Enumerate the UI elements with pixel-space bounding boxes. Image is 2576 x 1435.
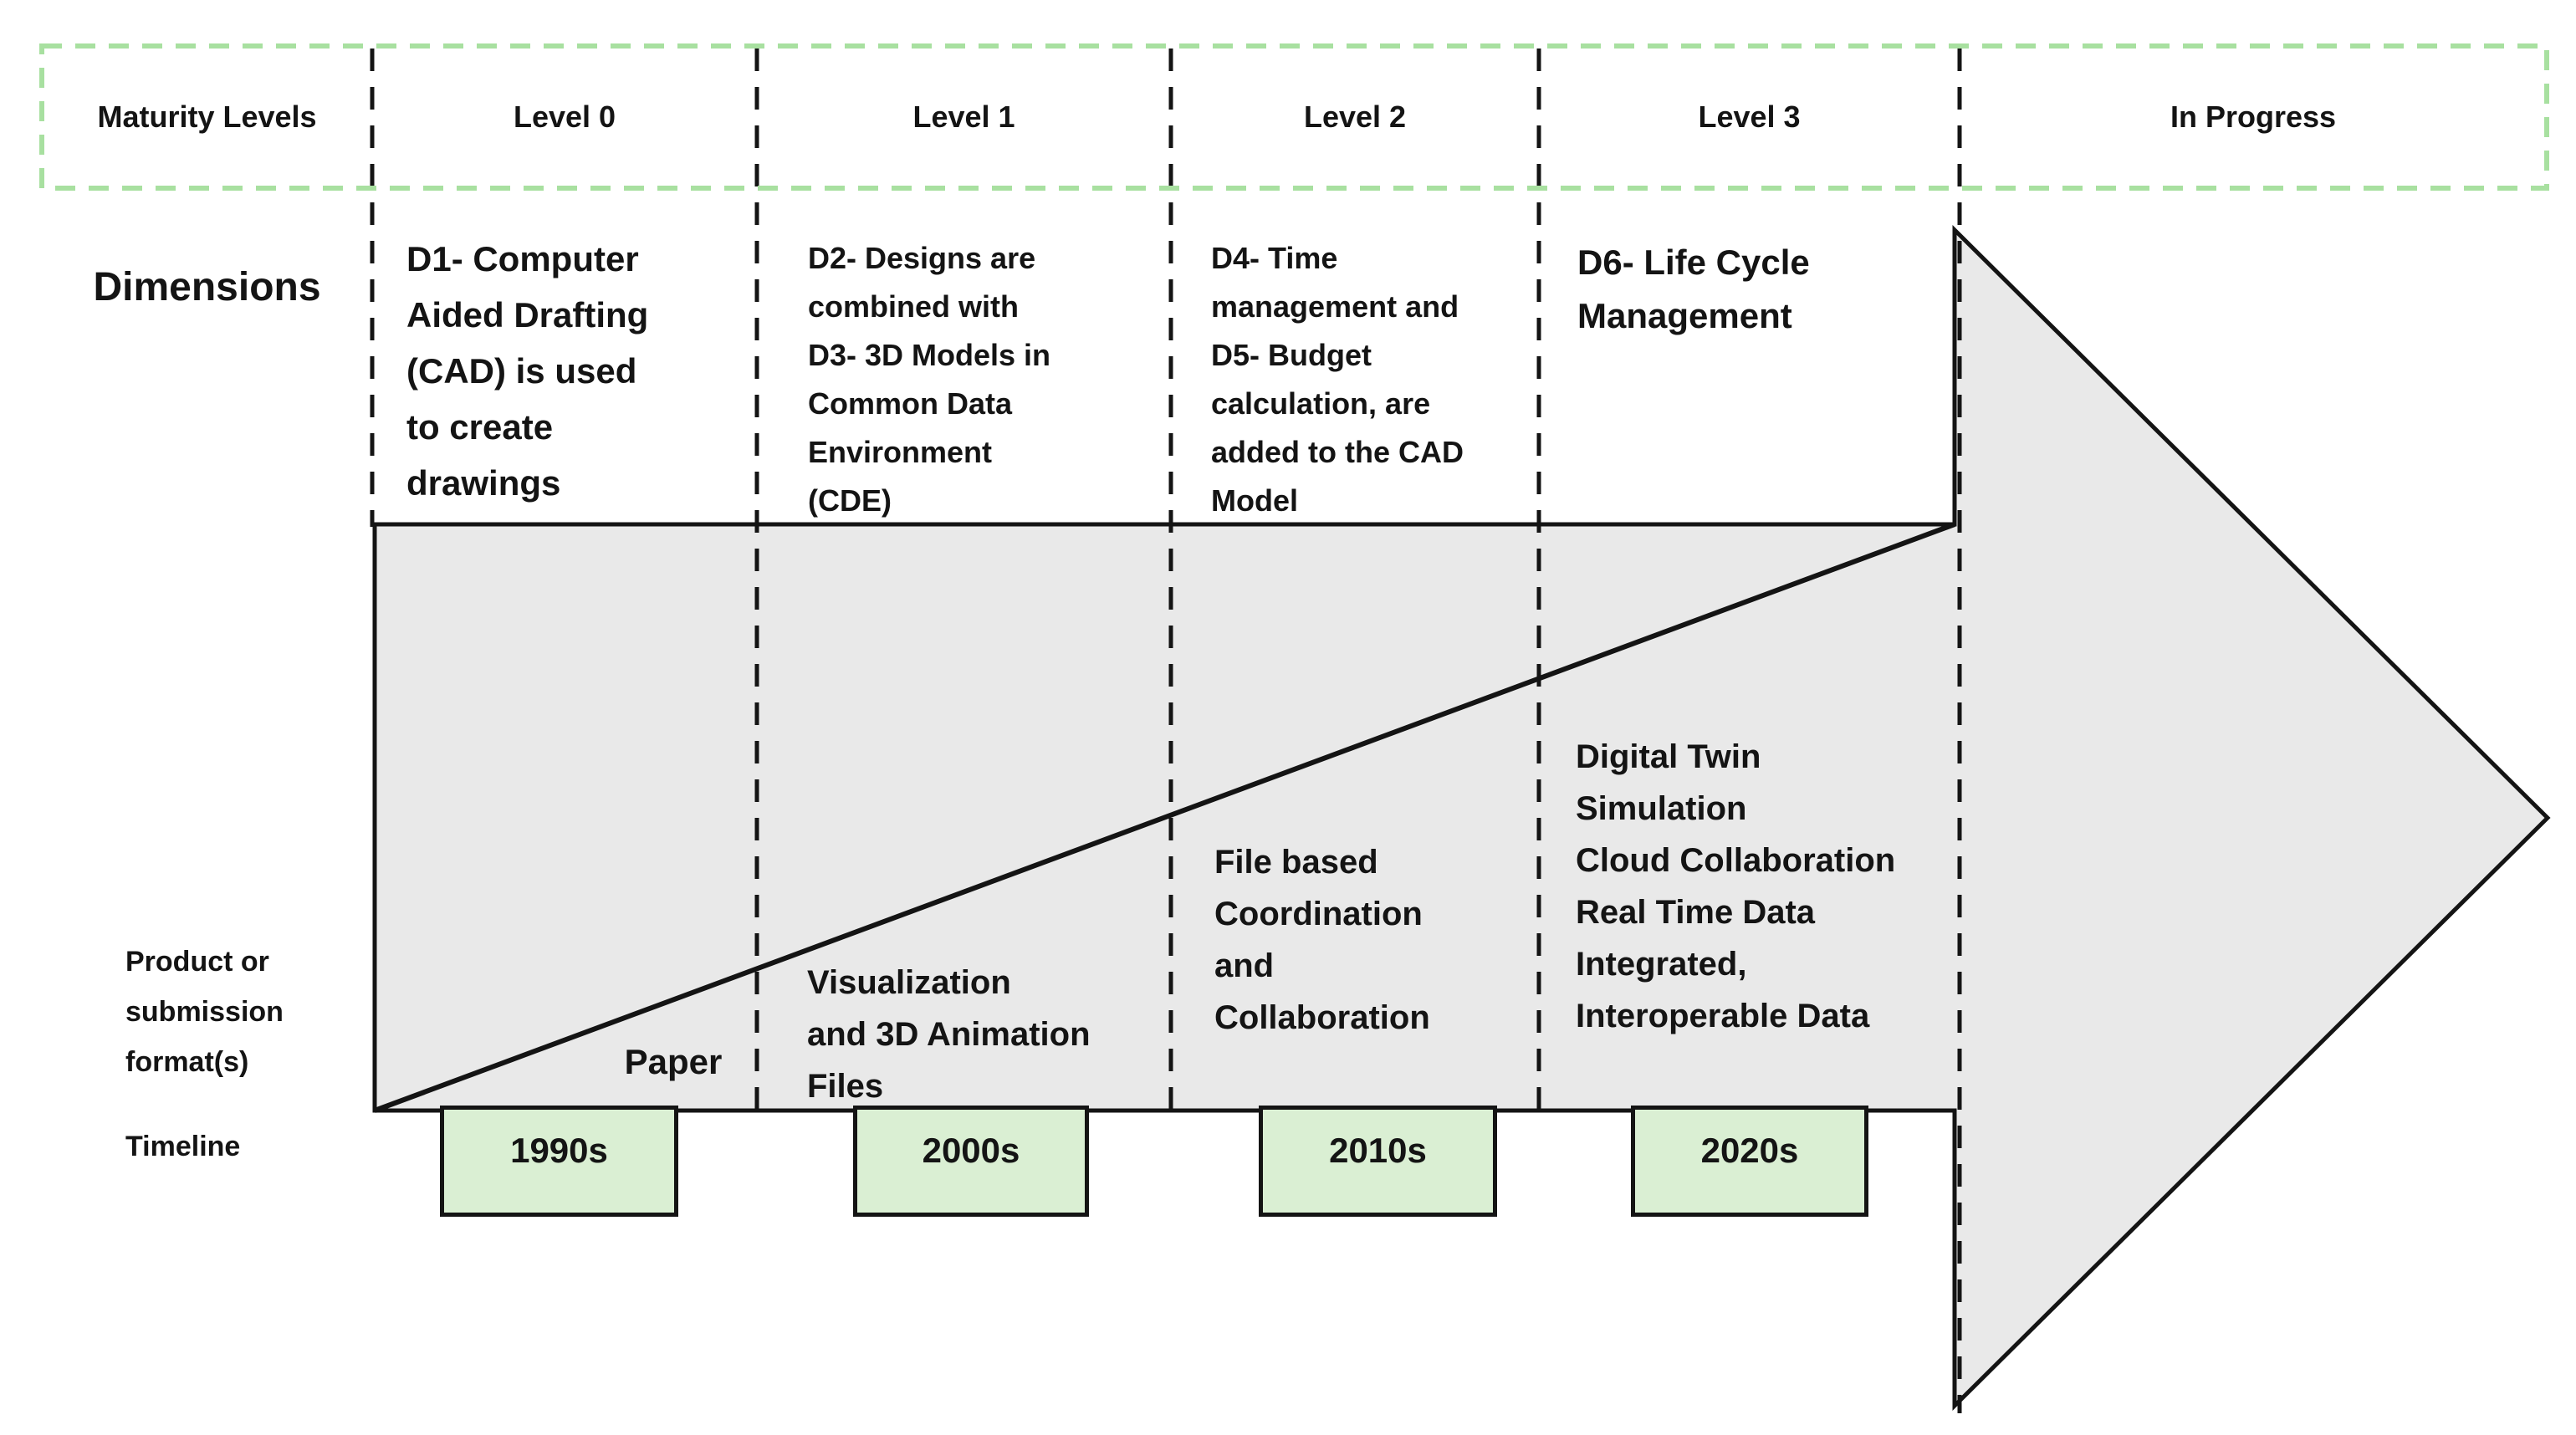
header-label-in-progress: In Progress xyxy=(2170,100,2337,134)
header-cell-level-3: Level 3 xyxy=(1539,46,1960,188)
header-label-level-1: Level 1 xyxy=(912,100,1015,134)
timeline-decade-label: 2020s xyxy=(1700,1130,1799,1170)
format-paper-text: Paper xyxy=(624,1042,723,1081)
product-format-section-label: Product or submission format(s) xyxy=(125,946,284,1078)
timeline-decade-label: 2010s xyxy=(1329,1130,1427,1170)
timeline-box-1990s: 1990s xyxy=(440,1106,678,1217)
maturity-diagonal-line xyxy=(373,522,1956,1113)
maturity-levels-header-border xyxy=(39,43,2549,191)
timeline-decade-label: 1990s xyxy=(510,1130,608,1170)
dimension-d4-d5-text: D4- Time management and D5- Budget calcu… xyxy=(1211,241,1464,518)
header-cell-level-1: Level 1 xyxy=(757,46,1171,188)
format-visualization-text: Visualization and 3D Animation Files xyxy=(807,964,1091,1105)
header-label-level-3: Level 3 xyxy=(1698,100,1801,134)
dimension-d2-d3-text: D2- Designs are combined with D3- 3D Mod… xyxy=(808,241,1051,518)
timeline-box-2000s: 2000s xyxy=(853,1106,1089,1217)
timeline-section-label: Timeline xyxy=(125,1131,241,1162)
dimension-d6-text: D6- Life Cycle Management xyxy=(1577,243,1810,335)
timeline-box-2010s: 2010s xyxy=(1259,1106,1497,1217)
header-label-level-2: Level 2 xyxy=(1303,100,1407,134)
header-cell-in-progress: In Progress xyxy=(1960,46,2547,188)
header-cell-level-2: Level 2 xyxy=(1171,46,1539,188)
header-label-maturity-levels: Maturity Levels xyxy=(97,100,317,134)
timeline-decade-label: 2000s xyxy=(922,1130,1020,1170)
header-cell-maturity-levels: Maturity Levels xyxy=(42,46,372,188)
header-label-level-0: Level 0 xyxy=(513,100,616,134)
format-digital-twin-text: Digital Twin Simulation Cloud Collaborat… xyxy=(1576,738,1896,1034)
dimensions-section-label: Dimensions xyxy=(93,265,321,309)
format-file-based-text: File based Coordination and Collaboratio… xyxy=(1214,844,1430,1036)
header-cell-level-0: Level 0 xyxy=(372,46,757,188)
dimension-d1-text: D1- Computer Aided Drafting (CAD) is use… xyxy=(406,239,649,503)
timeline-box-2020s: 2020s xyxy=(1631,1106,1868,1217)
